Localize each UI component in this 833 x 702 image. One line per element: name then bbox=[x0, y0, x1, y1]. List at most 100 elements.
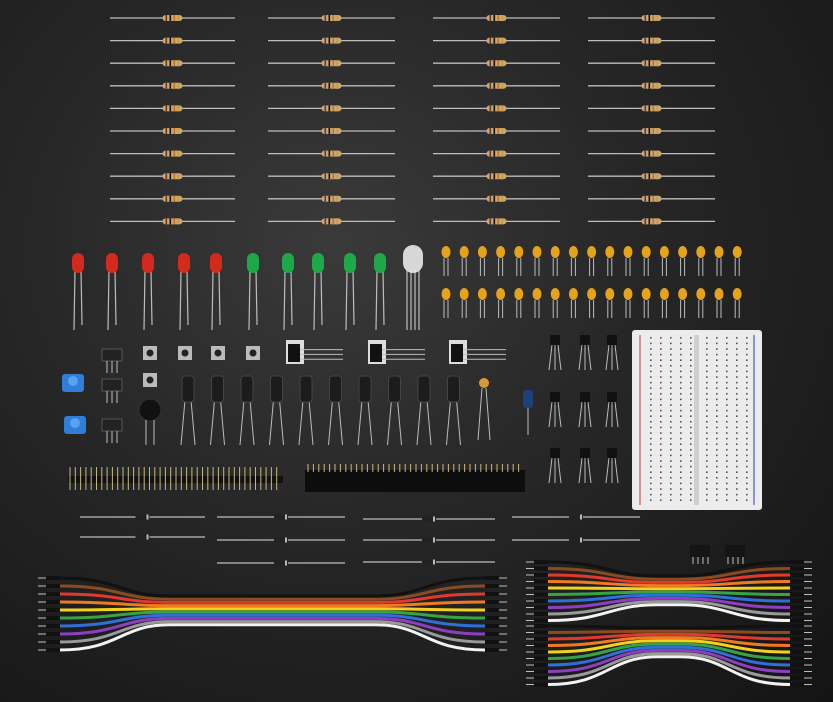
hole bbox=[706, 426, 708, 429]
hole bbox=[670, 426, 672, 429]
hole bbox=[706, 493, 708, 496]
capacitor-lead bbox=[220, 399, 225, 446]
hole bbox=[680, 409, 682, 412]
hole bbox=[746, 409, 748, 412]
resistor-band bbox=[336, 60, 339, 67]
transistor-lead bbox=[587, 401, 592, 428]
led-lead bbox=[313, 269, 316, 331]
resistor-band bbox=[489, 128, 492, 134]
capacitor-lead bbox=[367, 399, 373, 446]
capacitor-lead bbox=[416, 399, 422, 446]
hole bbox=[650, 482, 652, 485]
resistor bbox=[110, 173, 235, 180]
resistor bbox=[588, 128, 715, 134]
resistor bbox=[110, 105, 235, 112]
resistor-band bbox=[656, 128, 659, 134]
transistor-lead bbox=[587, 457, 592, 484]
tactile-button bbox=[246, 346, 260, 360]
transistor-body bbox=[607, 335, 617, 348]
jumper-wire bbox=[547, 586, 791, 591]
resistor-band bbox=[497, 15, 500, 21]
resistor bbox=[588, 82, 715, 89]
led-lead bbox=[179, 269, 182, 331]
diode-body bbox=[135, 534, 150, 540]
hole bbox=[680, 381, 682, 384]
resistor-band bbox=[336, 105, 339, 112]
hole bbox=[746, 477, 748, 479]
hole bbox=[736, 460, 738, 462]
resistor-band bbox=[328, 195, 331, 202]
resistor-band bbox=[169, 150, 172, 157]
hole bbox=[680, 359, 682, 361]
resistor-band bbox=[328, 60, 331, 67]
resistor-band bbox=[493, 37, 496, 44]
hole bbox=[716, 465, 718, 468]
resistor-band bbox=[656, 82, 659, 89]
capacitor-lead bbox=[387, 399, 392, 446]
diode-band bbox=[580, 514, 582, 520]
hole bbox=[706, 393, 708, 395]
hole bbox=[746, 432, 748, 434]
hole bbox=[650, 393, 652, 395]
hole bbox=[690, 348, 692, 350]
resistor-band bbox=[336, 195, 339, 202]
hole bbox=[650, 359, 652, 361]
resistor bbox=[268, 195, 395, 202]
resistor-band bbox=[501, 37, 504, 44]
hole bbox=[706, 348, 708, 350]
hole bbox=[746, 449, 748, 451]
trimpot bbox=[62, 374, 84, 392]
hole bbox=[706, 443, 708, 445]
resistor-band bbox=[332, 173, 335, 180]
hole bbox=[690, 471, 692, 473]
transistor bbox=[578, 392, 592, 428]
green-led bbox=[247, 253, 259, 331]
resistor-band bbox=[169, 82, 172, 89]
jumper-wire bbox=[547, 590, 791, 596]
hole bbox=[746, 337, 748, 339]
capacitor-body bbox=[477, 246, 487, 258]
resistor-band bbox=[169, 60, 172, 67]
resistor-band bbox=[165, 218, 168, 225]
resistor-band bbox=[493, 82, 496, 89]
resistor-band bbox=[336, 128, 339, 134]
resistor bbox=[268, 37, 395, 44]
hole bbox=[716, 499, 718, 501]
capacitor-body bbox=[568, 246, 578, 258]
resistor-band bbox=[328, 37, 331, 44]
resistor-band bbox=[493, 128, 496, 134]
diode bbox=[363, 516, 495, 522]
hole bbox=[746, 421, 748, 423]
resistor-band bbox=[648, 218, 651, 225]
hole bbox=[680, 454, 682, 457]
tantalum-capacitor bbox=[696, 288, 706, 318]
resistor-band bbox=[324, 173, 327, 180]
resistor-band bbox=[332, 218, 335, 225]
red-led bbox=[106, 253, 118, 331]
slide-switch bbox=[101, 418, 123, 443]
resistor-band bbox=[644, 37, 647, 44]
hole bbox=[660, 449, 662, 451]
resistor bbox=[433, 37, 560, 44]
chip-body bbox=[690, 545, 710, 557]
hole bbox=[706, 337, 708, 339]
transistor bbox=[605, 392, 619, 428]
capacitor-body bbox=[587, 246, 597, 258]
hole bbox=[680, 376, 682, 378]
transistor-lead bbox=[557, 457, 562, 484]
tantalum-capacitor bbox=[587, 288, 597, 318]
photocell bbox=[138, 398, 162, 445]
hole bbox=[690, 342, 692, 345]
hole bbox=[660, 426, 662, 429]
chip-body bbox=[725, 545, 745, 557]
rgb-led bbox=[403, 245, 423, 330]
resistor-band bbox=[652, 150, 655, 157]
transistor bbox=[548, 392, 562, 428]
capacitor-lead bbox=[426, 399, 432, 446]
led-body bbox=[282, 253, 294, 273]
tantalum-capacitor bbox=[623, 288, 633, 318]
capacitor-lead bbox=[338, 399, 343, 446]
capacitor-body bbox=[587, 288, 597, 300]
diode-band bbox=[285, 514, 287, 520]
resistor-band bbox=[332, 82, 335, 89]
